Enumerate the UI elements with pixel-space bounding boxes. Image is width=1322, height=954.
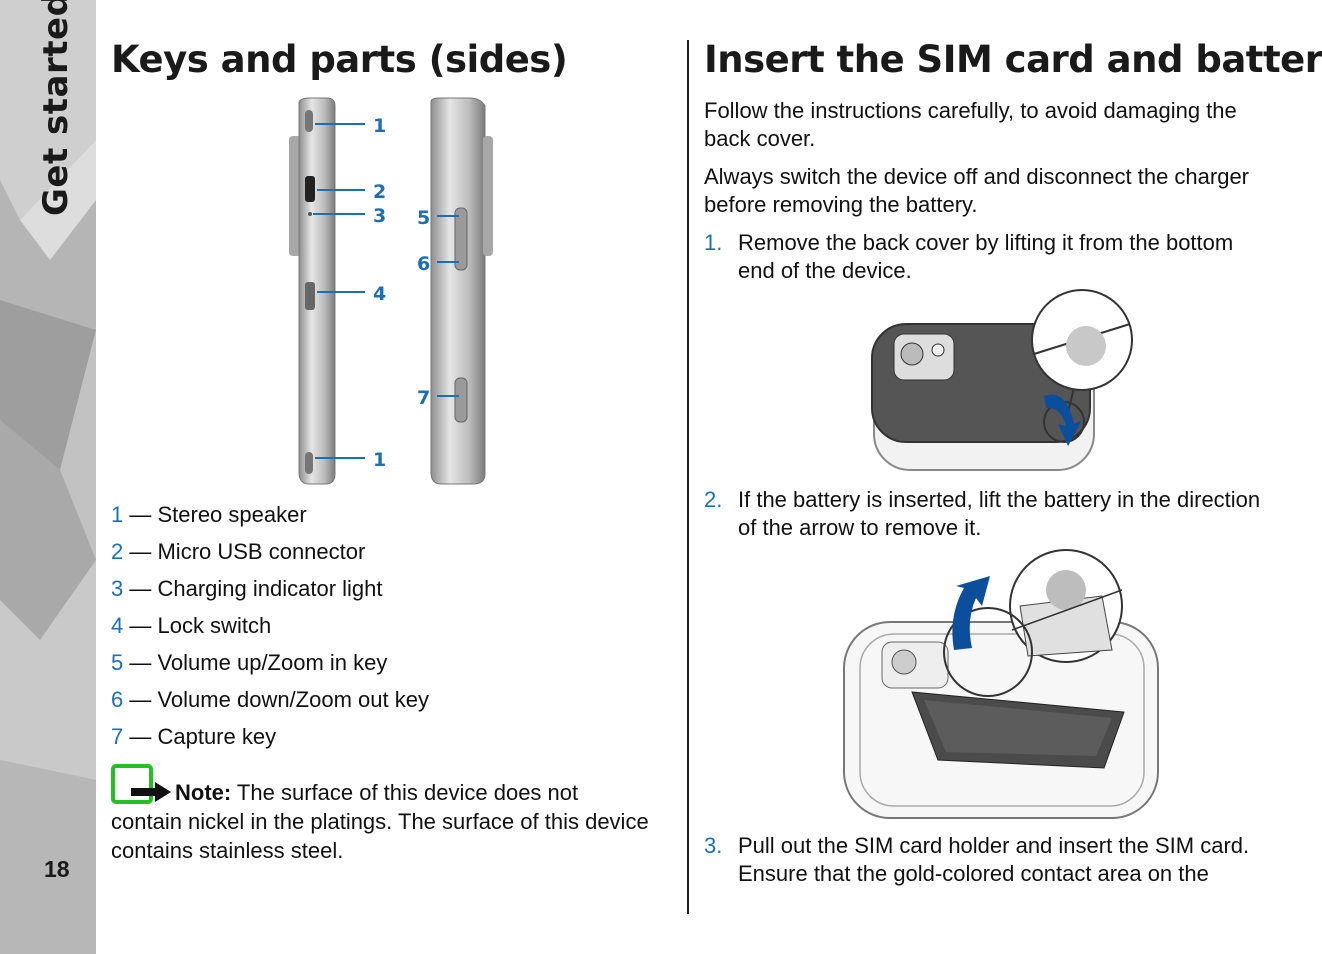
callout-1-top: 1 [373,115,386,137]
sidebar-texture [0,0,96,954]
device-edge [289,136,301,256]
device-right-side [430,97,486,485]
section-label: Get started [36,0,76,216]
section-title-keys-and-parts: Keys and parts (sides) [111,38,568,81]
usb-port [305,176,315,202]
list-item: 7 — Capture key [111,718,429,755]
device-edge-right [483,136,493,256]
remove-battery-illustration [843,549,1159,819]
step-text: If the battery is inserted, lift the bat… [738,487,1261,540]
device-sides-illustration: 1 2 3 4 5 6 7 1 [289,97,493,485]
part-label: — Volume down/Zoom out key [123,687,429,712]
note-text-rest: contain nickel in the platings. The surf… [111,809,649,863]
callout-1-bottom: 1 [373,449,386,471]
part-label: — Lock switch [123,613,272,638]
part-label: — Capture key [123,724,277,749]
lock-switch [305,282,315,310]
list-item: 1 — Stereo speaker [111,496,429,533]
part-number: 2 [111,539,124,564]
part-label: — Charging indicator light [123,576,383,601]
callout-7: 7 [417,387,430,409]
part-label: — Stereo speaker [123,502,307,527]
sidebar: Get started 18 [0,0,96,954]
step-text: Remove the back cover by lifting it from… [738,230,1234,283]
part-number: 6 [111,687,124,712]
step-number: 1. [704,230,723,255]
lift-battery-arrow-icon [952,576,990,650]
step-3: 3. Pull out the SIM card holder and inse… [704,832,1274,888]
part-number: 5 [111,650,124,675]
callout-3: 3 [373,205,386,227]
list-item: 4 — Lock switch [111,607,429,644]
warning-paragraph: Always switch the device off and disconn… [704,164,1250,217]
list-item: 2 — Micro USB connector [111,533,429,570]
callout-2: 2 [373,181,386,203]
step-number: 3. [704,833,723,858]
lift-arrow-icon [1044,394,1082,446]
remove-back-cover-illustration [871,289,1133,471]
list-item: 3 — Charging indicator light [111,570,429,607]
callout-5: 5 [417,207,430,229]
note-hand-icon [111,764,171,804]
page-number: 18 [44,856,70,882]
part-label: — Micro USB connector [123,539,366,564]
callout-4: 4 [373,283,386,305]
step-number: 2. [704,487,723,512]
volume-key [454,207,468,271]
part-number: 4 [111,613,124,638]
parts-list: 1 — Stereo speaker 2 — Micro USB connect… [111,496,429,755]
callout-6: 6 [417,253,430,275]
note-box: Note: The surface of this device does no… [111,764,677,865]
charging-light [308,212,312,216]
step-2: 2. If the battery is inserted, lift the … [704,486,1274,542]
step-1: 1. Remove the back cover by lifting it f… [704,229,1274,285]
list-item: 5 — Volume up/Zoom in key [111,644,429,681]
instruction-paragraph: Follow the instructions carefully, to av… [704,98,1237,151]
note-text-line1: The surface of this device does not [231,780,579,805]
part-number: 7 [111,724,124,749]
speaker-bottom [305,452,313,474]
capture-key [454,377,468,423]
column-divider [687,40,689,914]
section-title-insert-sim: Insert the SIM card and battery [704,38,1322,81]
part-number: 1 [111,502,124,527]
part-label: — Volume up/Zoom in key [123,650,388,675]
note-label: Note: [175,780,232,805]
step-text: Pull out the SIM card holder and insert … [738,833,1250,886]
list-item: 6 — Volume down/Zoom out key [111,681,429,718]
part-number: 3 [111,576,124,601]
speaker-top [305,110,313,132]
